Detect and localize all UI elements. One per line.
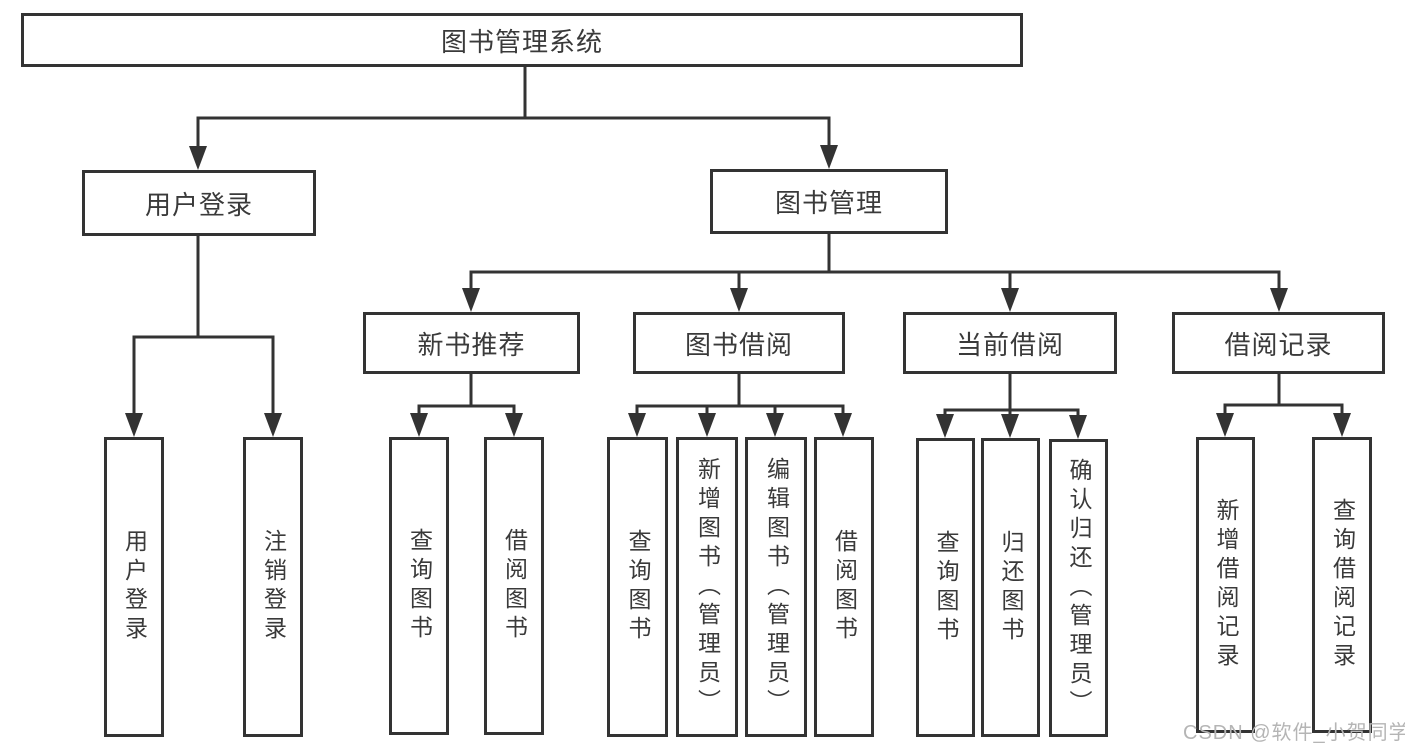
leaf-br-add-record-label: 新增借阅记录 xyxy=(1213,498,1239,672)
leaf-bb-borrow-book: 借阅图书 xyxy=(814,437,874,737)
leaf-logout-label: 注销登录 xyxy=(260,529,287,645)
leaf-rec-borrow-book: 借阅图书 xyxy=(484,437,544,735)
node-book-borrowing: 图书借阅 xyxy=(633,312,845,374)
leaf-cb-return-book-label: 归还图书 xyxy=(998,529,1024,646)
leaf-user-login-label: 用户登录 xyxy=(121,529,148,645)
node-new-book-recommendation: 新书推荐 xyxy=(363,312,580,374)
leaf-cb-confirm-return: 确认归还（管理员） xyxy=(1049,439,1108,737)
leaf-bb-edit-book-label: 编辑图书（管理员） xyxy=(763,456,790,718)
leaf-bb-query-book: 查询图书 xyxy=(607,437,668,737)
leaf-cb-return-book: 归还图书 xyxy=(981,438,1040,737)
node-current-borrow: 当前借阅 xyxy=(903,312,1117,374)
leaf-cb-query-book: 查询图书 xyxy=(916,438,975,737)
leaf-rec-borrow-book-label: 借阅图书 xyxy=(501,528,528,644)
leaf-rec-query-book: 查询图书 xyxy=(389,437,449,735)
leaf-cb-query-book-label: 查询图书 xyxy=(933,529,959,646)
watermark: CSDN @软件_小贺同学 xyxy=(1183,722,1405,744)
leaf-user-login: 用户登录 xyxy=(104,437,164,737)
node-book-management: 图书管理 xyxy=(710,169,948,234)
leaf-bb-add-book: 新增图书（管理员） xyxy=(676,437,738,737)
leaf-br-query-record: 查询借阅记录 xyxy=(1312,437,1372,733)
leaf-rec-query-book-label: 查询图书 xyxy=(406,528,433,644)
leaf-br-add-record: 新增借阅记录 xyxy=(1196,437,1255,733)
arrow-heads xyxy=(125,145,1351,439)
leaf-cb-confirm-return-label: 确认归还（管理员） xyxy=(1066,457,1092,719)
leaf-bb-edit-book: 编辑图书（管理员） xyxy=(745,437,807,737)
leaf-bb-borrow-book-label: 借阅图书 xyxy=(831,529,858,645)
leaf-bb-add-book-label: 新增图书（管理员） xyxy=(694,456,721,718)
leaf-bb-query-book-label: 查询图书 xyxy=(625,529,651,645)
leaf-logout: 注销登录 xyxy=(243,437,303,737)
node-borrow-record: 借阅记录 xyxy=(1172,312,1385,374)
node-user-login: 用户登录 xyxy=(82,170,316,236)
node-root-system: 图书管理系统 xyxy=(21,13,1023,67)
leaf-br-query-record-label: 查询借阅记录 xyxy=(1329,498,1356,672)
